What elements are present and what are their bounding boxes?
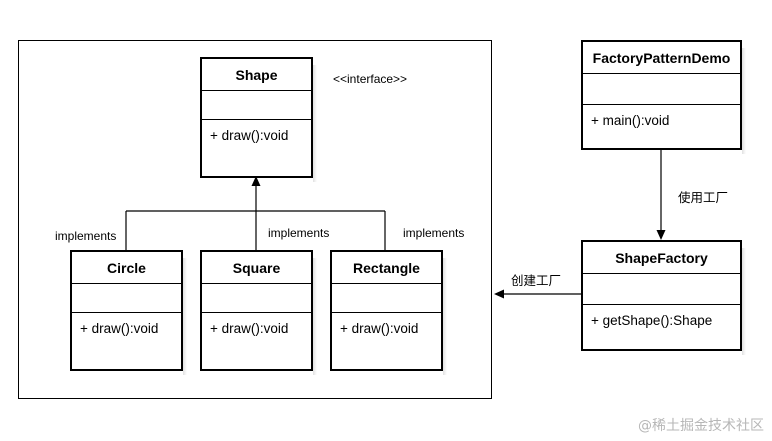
attributes-section bbox=[72, 284, 181, 313]
attributes-section bbox=[583, 74, 740, 105]
class-circle[interactable]: Circle + draw():void bbox=[70, 250, 187, 375]
attributes-section bbox=[583, 274, 740, 305]
creates-arrowhead bbox=[494, 289, 504, 299]
implements-label-square: implements bbox=[268, 226, 330, 240]
method-item: + draw():void bbox=[210, 128, 289, 143]
attributes-section bbox=[332, 284, 441, 313]
class-shape-factory[interactable]: ShapeFactory + getShape():Shape bbox=[581, 240, 746, 355]
method-item: + draw():void bbox=[210, 321, 289, 336]
implements-arrowhead bbox=[251, 176, 261, 186]
uses-factory-label: 使用工厂 bbox=[678, 190, 729, 205]
interface-stereotype: <<interface>> bbox=[333, 72, 408, 86]
class-square[interactable]: Square + draw():void bbox=[200, 250, 317, 375]
class-name: Square bbox=[202, 252, 311, 284]
implements-label-circle: implements bbox=[55, 229, 117, 243]
implements-label-rectangle: implements bbox=[403, 226, 465, 240]
attributes-section bbox=[202, 284, 311, 313]
class-name: Shape bbox=[202, 59, 311, 91]
watermark: @稀土掘金技术社区 bbox=[638, 418, 764, 434]
uses-arrowhead bbox=[656, 230, 666, 240]
method-item: + main():void bbox=[591, 113, 670, 128]
class-rectangle[interactable]: Rectangle + draw():void bbox=[330, 250, 447, 375]
class-factory-pattern-demo[interactable]: FactoryPatternDemo + main():void bbox=[581, 40, 746, 154]
method-item: + draw():void bbox=[80, 321, 159, 336]
class-name: ShapeFactory bbox=[583, 242, 740, 274]
class-name: FactoryPatternDemo bbox=[583, 42, 740, 74]
method-item: + getShape():Shape bbox=[591, 313, 713, 328]
method-item: + draw():void bbox=[340, 321, 419, 336]
attributes-section bbox=[202, 91, 311, 120]
class-name: Circle bbox=[72, 252, 181, 284]
shapes-package-frame bbox=[18, 40, 492, 399]
creates-factory-label: 创建工厂 bbox=[511, 273, 562, 288]
class-shape[interactable]: Shape + draw():void bbox=[200, 57, 317, 182]
class-name: Rectangle bbox=[332, 252, 441, 284]
